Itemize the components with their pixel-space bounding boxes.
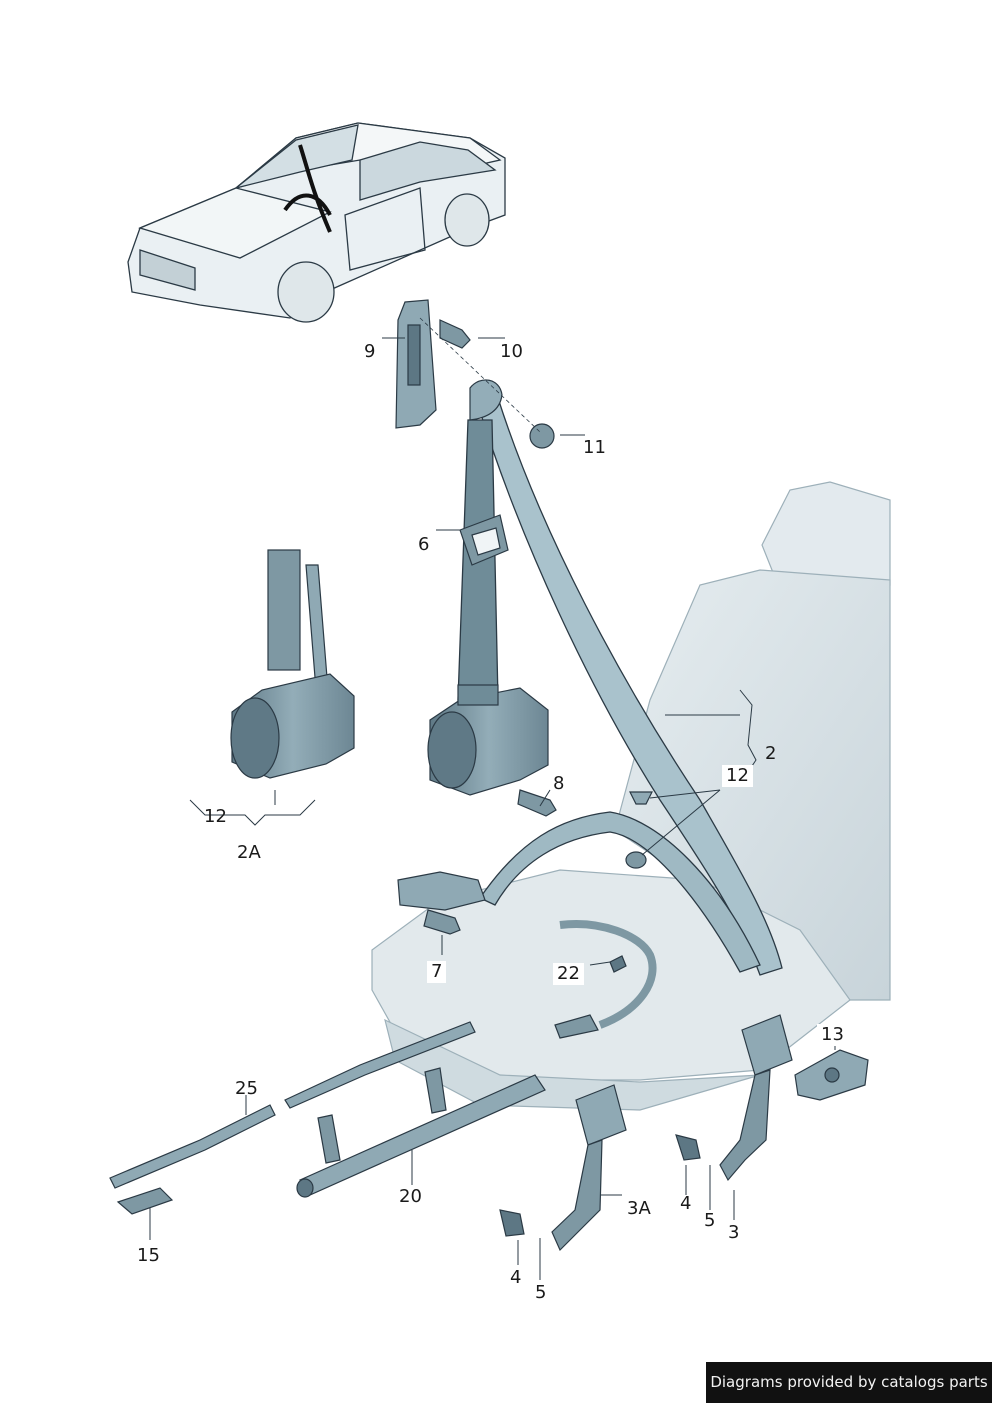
height-adjuster-assembly bbox=[395, 299, 555, 449]
callout-10: 10 bbox=[500, 341, 523, 362]
belt-lap-strap bbox=[479, 811, 761, 973]
bolt-10 bbox=[439, 319, 471, 349]
seat-illustration bbox=[371, 481, 891, 1111]
belt-shoulder-strap bbox=[477, 397, 783, 976]
callout-4-right: 4 bbox=[680, 1193, 692, 1214]
callout-12-clips: 12 bbox=[722, 765, 753, 787]
car-grille bbox=[139, 249, 196, 291]
callout-13: 13 bbox=[817, 1024, 848, 1046]
car-illustration bbox=[127, 122, 506, 323]
buckle-3 bbox=[675, 1014, 793, 1182]
upper-anchor-plate bbox=[469, 379, 503, 421]
tube-20 bbox=[296, 1067, 546, 1198]
callout-15: 15 bbox=[137, 1245, 160, 1266]
cable-22 bbox=[554, 920, 657, 1039]
car-side-windows bbox=[359, 141, 497, 201]
callout-2: 2 bbox=[765, 743, 777, 764]
screw-22 bbox=[609, 955, 627, 973]
retractor-2A bbox=[230, 549, 355, 779]
callout-5-left: 5 bbox=[535, 1282, 547, 1303]
callout-8: 8 bbox=[553, 773, 565, 794]
callout-12-retractor: 12 bbox=[204, 806, 227, 827]
callout-11: 11 bbox=[583, 437, 606, 458]
car-front-wheel bbox=[277, 261, 335, 323]
nut-11 bbox=[529, 423, 555, 449]
credit-banner: Diagrams provided by catalogs parts bbox=[706, 1362, 992, 1403]
lower-anchor-7 bbox=[397, 871, 486, 935]
clips-12 bbox=[625, 791, 653, 869]
cable-25 bbox=[109, 1021, 476, 1215]
car-belt-marker bbox=[283, 144, 332, 233]
car-rear-wheel bbox=[444, 193, 490, 247]
car-door-line bbox=[344, 187, 426, 271]
car-windshield bbox=[235, 124, 359, 189]
callout-3: 3 bbox=[728, 1222, 740, 1243]
bolt-4-left bbox=[499, 1209, 525, 1237]
connector-15 bbox=[116, 1187, 174, 1215]
bolt-4-right bbox=[675, 1134, 701, 1161]
callout-5-right: 5 bbox=[704, 1210, 716, 1231]
callout-25: 25 bbox=[235, 1078, 258, 1099]
belt-guide-6 bbox=[459, 514, 509, 566]
callout-9: 9 bbox=[364, 341, 376, 362]
seat-cushion-shadow bbox=[384, 1018, 761, 1111]
retractor-main bbox=[427, 684, 557, 817]
callout-22: 22 bbox=[553, 963, 584, 985]
callout-20: 20 bbox=[399, 1186, 422, 1207]
callout-3A: 3A bbox=[627, 1198, 651, 1219]
bracket-13 bbox=[794, 1049, 869, 1101]
callout-7: 7 bbox=[427, 961, 447, 983]
callout-4-left: 4 bbox=[510, 1267, 522, 1288]
buckle-3A bbox=[499, 1084, 627, 1252]
adjuster-slot bbox=[407, 324, 421, 386]
bolt-8 bbox=[517, 789, 557, 817]
callout-6: 6 bbox=[418, 534, 430, 555]
callout-2A: 2A bbox=[237, 842, 261, 863]
